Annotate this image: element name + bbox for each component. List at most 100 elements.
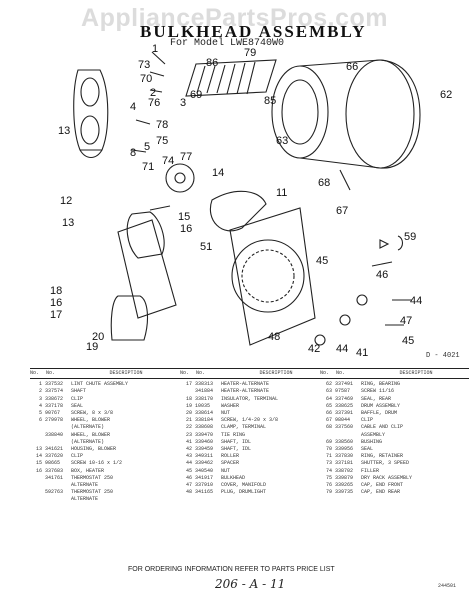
table-header: No. No. DESCRIPTION — [320, 368, 469, 380]
part-description: ALTERNATE — [71, 496, 99, 503]
callout-66: 66 — [346, 61, 358, 73]
part-description: WASHER — [221, 402, 240, 409]
part-description: HEATER-ALTERNATE — [221, 388, 270, 395]
part-description: (ALTERNATE) — [71, 438, 105, 445]
callout-5: 5 — [144, 141, 150, 153]
blower-housing-part — [209, 190, 267, 232]
part-description: SHAFT — [71, 388, 87, 395]
part-description: CABLE AND CLIP — [361, 424, 404, 431]
ref-number: 48 — [185, 489, 192, 496]
part-description: DRY RACK ASSEMBLY — [361, 474, 413, 481]
ref-number — [30, 439, 45, 446]
ref-number: 66 — [325, 410, 332, 417]
callout-8: 8 — [130, 147, 136, 159]
callout-70: 70 — [140, 73, 152, 85]
callout-79: 79 — [244, 47, 256, 59]
part-number — [335, 432, 361, 439]
ref-number: 13 — [35, 446, 42, 453]
ref-number: 68 — [325, 424, 332, 431]
part-number — [45, 496, 71, 503]
callout-69: 69 — [190, 89, 202, 101]
ref-number: 69 — [325, 438, 332, 445]
ref-number: 62 — [325, 381, 332, 388]
watermark: AppliancePartsPros.com — [81, 4, 388, 32]
exploded-diagram: 1 73 70 2 79 86 66 69 3 76 85 62 4 13 78… — [50, 43, 452, 359]
bulkhead-part — [229, 207, 316, 346]
callout-45b: 45 — [402, 335, 414, 347]
part-number: 341165 — [195, 489, 214, 496]
part-description: NUT — [221, 467, 231, 474]
part-number: 337830 — [335, 453, 354, 460]
callout-19: 19 — [86, 341, 98, 353]
table-row: ALTERNATE — [30, 496, 180, 503]
ref-number: 67 — [325, 417, 332, 424]
part-number: 338625 — [335, 402, 354, 409]
ref-number — [180, 388, 195, 395]
ref-number — [30, 482, 45, 489]
part-number: 339879 — [335, 474, 354, 481]
ref-number: 15 — [35, 460, 42, 467]
part-number: 97587 — [335, 388, 351, 395]
part-description: SEAL — [71, 402, 84, 409]
part-description: FILLER — [361, 467, 380, 474]
part-number: 341621 — [45, 446, 64, 453]
part-number — [45, 482, 71, 489]
ordering-footer: FOR ORDERING INFORMATION REFER TO PARTS … — [128, 566, 335, 573]
part-description: ALTERNATE — [71, 482, 99, 489]
part-number: 339459 — [195, 446, 214, 453]
part-description: ASSEMBLY — [361, 431, 386, 438]
part-number: 338170 — [195, 395, 214, 402]
callout-16b: 16 — [50, 297, 62, 309]
ref-number: 18 — [185, 395, 192, 402]
header-desc: DESCRIPTION — [109, 370, 143, 376]
callout-1: 1 — [152, 43, 158, 55]
callout-17: 17 — [50, 309, 62, 321]
header-part: No. — [336, 370, 346, 376]
part-number: 338313 — [195, 381, 214, 388]
part-number: 341761 — [45, 474, 64, 481]
ref-number: 43 — [185, 453, 192, 460]
part-number: 337574 — [45, 388, 64, 395]
table-header: No. No. DESCRIPTION — [180, 368, 330, 380]
header-ref: No. — [320, 370, 330, 376]
table-row: ALTERNATE — [30, 482, 180, 489]
part-number: 339470 — [195, 431, 214, 438]
callout-41: 41 — [356, 347, 368, 359]
ref-number: 3 — [38, 395, 42, 402]
callout-3: 3 — [180, 97, 186, 109]
ref-number: 79 — [325, 489, 332, 496]
callout-73: 73 — [138, 59, 150, 71]
callout-63: 63 — [276, 135, 288, 147]
ref-number: 20 — [185, 410, 192, 417]
ref-number: 46 — [185, 474, 192, 481]
part-number: 98044 — [335, 417, 351, 424]
part-number: 341884 — [195, 388, 214, 395]
callout-44a: 44 — [410, 295, 422, 307]
ref-number: 16 — [35, 467, 42, 474]
part-number: 339460 — [195, 438, 214, 445]
part-description: COVER, MANIFOLD — [221, 482, 267, 489]
header-part: No. — [46, 370, 56, 376]
part-number — [45, 439, 71, 446]
part-number: 98665 — [45, 460, 61, 467]
figure-number: D - 4021 — [426, 352, 460, 360]
part-description: RING, RETAINER — [361, 453, 404, 460]
